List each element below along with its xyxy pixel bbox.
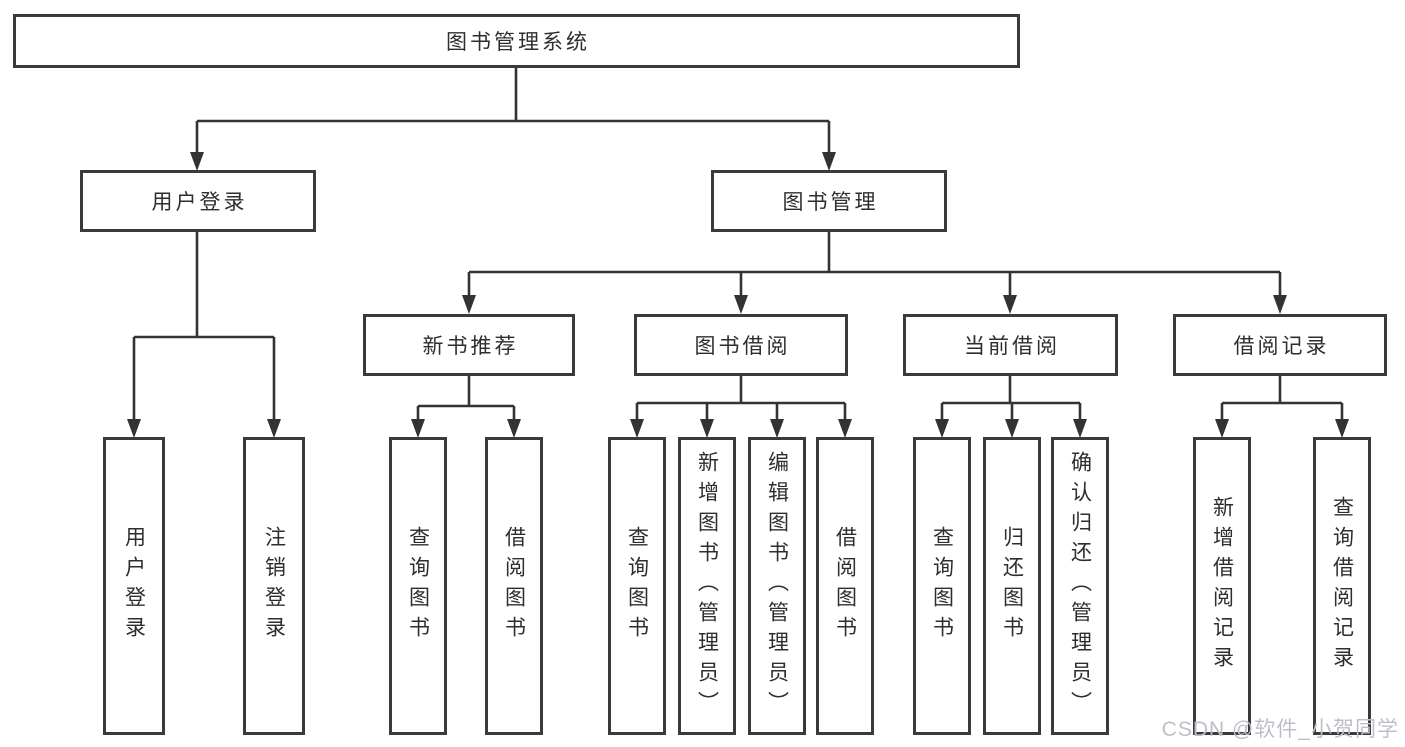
node-book-borrow: 图书借阅 [634,314,848,376]
connector-book-mgmt-to-level3 [462,232,1287,314]
node-current-borrow: 当前借阅 [903,314,1118,376]
leaf-user-login-0: 用户登录 [103,437,165,735]
node-label: 查询图书 [406,526,430,646]
leaf-borrow-records-1: 查询借阅记录 [1313,437,1371,735]
leaf-book-borrow-0: 查询图书 [608,437,666,735]
node-borrow-records: 借阅记录 [1173,314,1387,376]
node-label: 当前借阅 [964,335,1060,358]
connector-user-login-to-leaves [127,232,281,438]
node-label: 归还图书 [1000,526,1024,646]
node-label: 编辑图书（管理员） [765,451,789,721]
connector-root-to-level2 [190,68,836,171]
csdn-watermark: CSDN @软件_小贺同学 [1161,718,1399,741]
leaf-borrow-records-0: 新增借阅记录 [1193,437,1251,735]
connector-current-borrow-to-leaves [935,376,1087,438]
leaf-new-books-0: 查询图书 [389,437,447,735]
node-label: 查询图书 [930,526,954,646]
leaf-book-borrow-2: 编辑图书（管理员） [748,437,806,735]
node-label: 新增借阅记录 [1210,496,1234,676]
node-book-mgmt: 图书管理 [711,170,947,232]
leaf-book-borrow-1: 新增图书（管理员） [678,437,736,735]
node-label: 新增图书（管理员） [695,451,719,721]
node-label: 图书管理系统 [446,31,590,54]
leaf-user-login-1: 注销登录 [243,437,305,735]
connector-borrow-records-to-leaves [1215,376,1349,438]
leaf-new-books-1: 借阅图书 [485,437,543,735]
node-root: 图书管理系统 [13,14,1020,68]
leaf-current-borrow-0: 查询图书 [913,437,971,735]
leaf-current-borrow-2: 确认归还（管理员） [1051,437,1109,735]
leaf-book-borrow-3: 借阅图书 [816,437,874,735]
node-new-books: 新书推荐 [363,314,575,376]
node-label: 查询借阅记录 [1330,496,1354,676]
node-label: 借阅图书 [502,526,526,646]
node-label: 借阅图书 [833,526,857,646]
node-label: 查询图书 [625,526,649,646]
node-label: 用户登录 [122,526,146,646]
node-label: 注销登录 [262,526,286,646]
connector-new-books-to-leaves [411,376,521,438]
node-label: 用户登录 [151,191,248,214]
node-label: 图书管理 [782,191,879,214]
node-label: 借阅记录 [1233,335,1330,358]
node-label: 确认归还（管理员） [1068,451,1092,721]
connector-book-borrow-to-leaves [630,376,852,438]
node-label: 新书推荐 [422,335,519,358]
node-label: 图书借阅 [694,335,791,358]
node-user-login: 用户登录 [80,170,316,232]
leaf-current-borrow-1: 归还图书 [983,437,1041,735]
